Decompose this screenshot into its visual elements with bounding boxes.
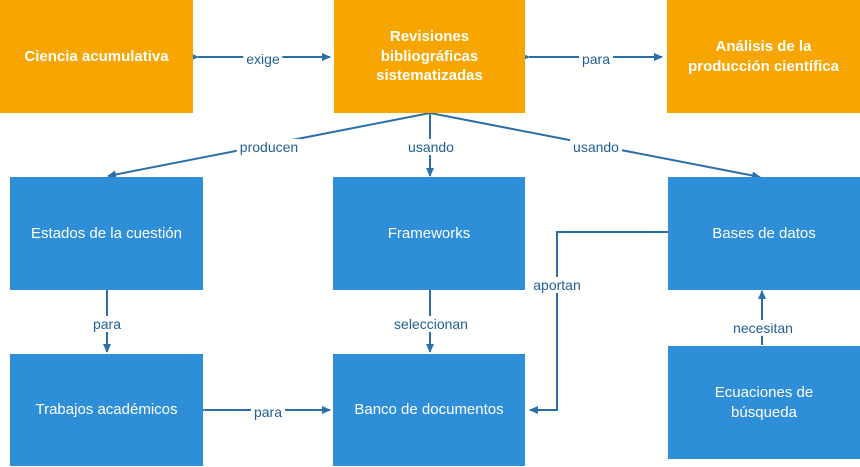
node-label-line: Análisis de la xyxy=(715,38,812,55)
edge-label-usando-1: usando xyxy=(405,139,457,155)
node-label-line: Ecuaciones de xyxy=(714,384,814,401)
node-ciencia-acumulativa: Ciencia acumulativa xyxy=(0,0,193,113)
edge-label-usando-2: usando xyxy=(570,139,622,155)
node-label-line: búsqueda xyxy=(731,403,797,421)
node-label: Bases de datos xyxy=(712,224,816,242)
edge-label-aportan: aportan xyxy=(530,277,584,293)
node-label-line: Revisiones xyxy=(389,28,470,46)
node-bases-datos: Bases de datos xyxy=(668,177,860,290)
edge-label-seleccionan: seleccionan xyxy=(391,316,471,332)
node-frameworks: Frameworks xyxy=(333,177,525,290)
edge-label-exige: exige xyxy=(243,51,283,67)
node-revisiones-bibliograficas: Revisiones bibliográficas sistematizadas xyxy=(334,0,525,113)
node-label: Trabajos académicos xyxy=(35,401,178,419)
node-trabajos-academicos: Trabajos académicos xyxy=(10,354,203,466)
edge-label-producen: producen xyxy=(236,139,302,155)
node-banco-documentos: Banco de documentos xyxy=(333,354,525,466)
node-estados-cuestion: Estados de la cuestión xyxy=(10,177,203,290)
node-label: Frameworks xyxy=(387,224,471,242)
node-label: Ciencia acumulativa xyxy=(24,47,169,65)
edge-label-para-bottom: para xyxy=(250,404,286,420)
edge-aportan xyxy=(529,231,668,414)
edge-label-necesitan: necesitan xyxy=(730,320,796,336)
edge-label-para-left: para xyxy=(89,316,125,332)
edge-label-para-top: para xyxy=(578,51,614,67)
node-label: Estados de la cuestión xyxy=(31,224,182,242)
node-label-line: bibliográficas xyxy=(380,47,479,65)
node-label-line: producción científica xyxy=(688,57,839,75)
node-label-line: sistematizadas xyxy=(376,67,483,85)
node-analisis-produccion: Análisis de la producción científica xyxy=(667,0,860,113)
node-ecuaciones-busqueda: Ecuaciones de búsqueda xyxy=(668,346,860,459)
node-label: Banco de documentos xyxy=(354,401,504,419)
